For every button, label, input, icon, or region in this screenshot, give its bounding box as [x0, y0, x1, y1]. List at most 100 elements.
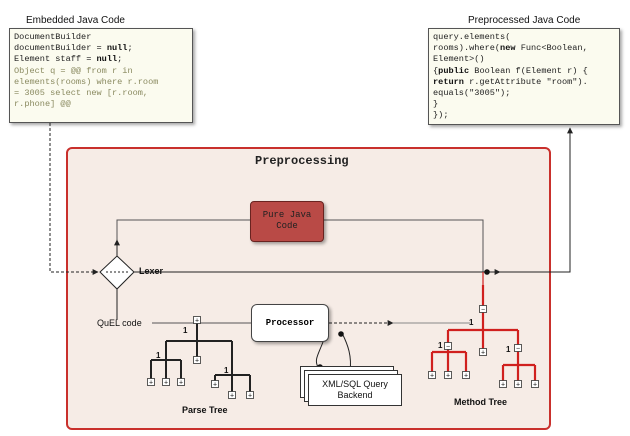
code-token: r.getAttribute "room"). — [463, 76, 588, 87]
embedded-code-line: documentBuilder = null; — [14, 43, 188, 54]
svg-text:−: − — [446, 344, 450, 351]
parse-tree-node: + — [193, 356, 201, 365]
embedded-code-line: = 3005 select new [r.room, — [14, 88, 188, 99]
keyword-token: null — [106, 43, 128, 54]
embedded-code-caption: Embedded Java Code — [26, 15, 125, 26]
keyword-token: return — [433, 76, 464, 87]
code-token: ; — [117, 54, 123, 65]
parse-tree-edge-label: 1 — [183, 326, 188, 335]
preprocessing-title: Preprocessing — [255, 154, 349, 168]
svg-text:+: + — [533, 382, 537, 389]
method-tree-leaf-node: + — [499, 380, 507, 389]
pure-java-to-merge-line — [324, 219, 484, 272]
preprocessed-code-line: {public Boolean f(Element r) { — [433, 66, 615, 77]
processor-backend-link-1 — [315, 341, 324, 368]
method-tree-root-node: − — [479, 305, 487, 314]
code-token: }); — [433, 110, 449, 121]
method-tree-edge-label: 1 — [469, 318, 474, 327]
svg-text:+: + — [430, 373, 434, 380]
code-token: query.elements( — [433, 32, 511, 42]
svg-text:+: + — [230, 393, 234, 400]
parse-tree-root-node: + — [193, 316, 201, 325]
embedded-to-lexer-line — [49, 123, 99, 275]
code-token: Element staff = — [14, 54, 97, 65]
parse-tree-leaf-node: + — [147, 378, 155, 387]
preprocessed-code-box: query.elements(rooms).where(new Func<Boo… — [428, 28, 620, 125]
keyword-token: null — [96, 54, 118, 65]
embedded-code-line: DocumentBuilder — [14, 32, 188, 43]
query-backend-box: XML/SQL Query Backend — [308, 374, 402, 406]
parse-tree-leaf-node: + — [177, 378, 185, 387]
svg-text:−: − — [481, 307, 485, 314]
svg-text:+: + — [464, 373, 468, 380]
svg-text:+: + — [179, 380, 183, 387]
embedded-code-line: elements(rooms) where r.room — [14, 77, 188, 88]
lexer-to-pure-java-line — [116, 219, 250, 255]
svg-text:+: + — [195, 358, 199, 365]
pure-java-code-box: Pure Java Code — [250, 201, 324, 242]
code-token: elements(rooms) where r.room — [14, 76, 159, 87]
method-tree-node: + — [479, 348, 487, 357]
preprocessed-code-line: Element>() — [433, 54, 615, 65]
preprocessed-code-line: rooms).where(new Func<Boolean, — [433, 43, 615, 54]
parse-tree-edge-label: 1 — [156, 351, 161, 360]
embedded-code-line: r.phone] @@ — [14, 99, 188, 110]
code-token: documentBuilder = — [14, 43, 107, 54]
preprocessed-code-line: return r.getAttribute "room"). — [433, 77, 615, 88]
preprocessed-code-caption: Preprocessed Java Code — [468, 15, 581, 26]
method-tree-node: − — [444, 342, 452, 351]
method-tree-edge-label: 1 — [506, 345, 511, 354]
code-token: DocumentBuilder — [14, 32, 92, 42]
code-token: Boolean f(Element r) { — [469, 65, 588, 76]
method-tree-leaf-node: + — [514, 380, 522, 389]
svg-text:−: − — [516, 346, 520, 353]
merge-to-output-line — [486, 127, 573, 273]
svg-text:+: + — [501, 382, 505, 389]
quel-code-label: QuEL code — [97, 318, 142, 328]
lexer-label: Lexer — [139, 266, 164, 276]
method-tree-leaf-node: + — [531, 380, 539, 389]
parse-tree-leaf-node: + — [246, 391, 254, 400]
code-token: Func<Boolean, — [515, 43, 588, 54]
method-tree-leaf-node: + — [444, 371, 452, 380]
preprocessed-code-line: }); — [433, 110, 615, 121]
preprocessed-code-line: equals("3005"); — [433, 88, 615, 99]
code-token: r.phone] @@ — [14, 99, 71, 110]
code-token: Element>() — [433, 54, 485, 65]
method-tree-leaf-node: + — [428, 371, 436, 380]
parse-tree-label: Parse Tree — [182, 405, 228, 415]
preprocessed-code-line: } — [433, 99, 615, 110]
svg-text:+: + — [213, 382, 217, 389]
svg-text:+: + — [248, 393, 252, 400]
method-tree-label: Method Tree — [454, 397, 508, 407]
keyword-token: public — [438, 65, 470, 76]
code-token: = 3005 select new [r.room, — [14, 88, 149, 99]
code-token: ; — [127, 43, 133, 54]
merge-dot — [484, 269, 490, 275]
code-token: rooms).where( — [433, 43, 501, 54]
svg-text:+: + — [516, 382, 520, 389]
embedded-code-line: Object q = @@ from r in — [14, 66, 188, 77]
embedded-code-line: Element staff = null; — [14, 54, 188, 65]
svg-text:+: + — [195, 318, 199, 325]
parse-tree-leaf-node: + — [228, 391, 236, 400]
parse-tree-node: + — [211, 380, 219, 389]
method-tree-edge-label: 1 — [438, 341, 443, 350]
svg-text:+: + — [481, 350, 485, 357]
keyword-token: new — [500, 43, 516, 54]
code-token: { — [433, 65, 439, 76]
method-tree-leaf-node: + — [462, 371, 470, 380]
svg-text:+: + — [149, 380, 153, 387]
method-tree-node: − — [514, 344, 522, 353]
preprocessed-code-line: query.elements( — [433, 32, 615, 43]
svg-text:+: + — [446, 373, 450, 380]
code-token: equals("3005"); — [433, 88, 511, 99]
code-token: Object q = @@ from r in — [14, 65, 133, 76]
lexer-diamond-icon — [99, 255, 135, 290]
svg-text:+: + — [164, 380, 168, 387]
parse-tree-leaf-node: + — [162, 378, 170, 387]
parse-tree-edge-label: 1 — [224, 366, 229, 375]
processor-box: Processor — [251, 304, 329, 342]
